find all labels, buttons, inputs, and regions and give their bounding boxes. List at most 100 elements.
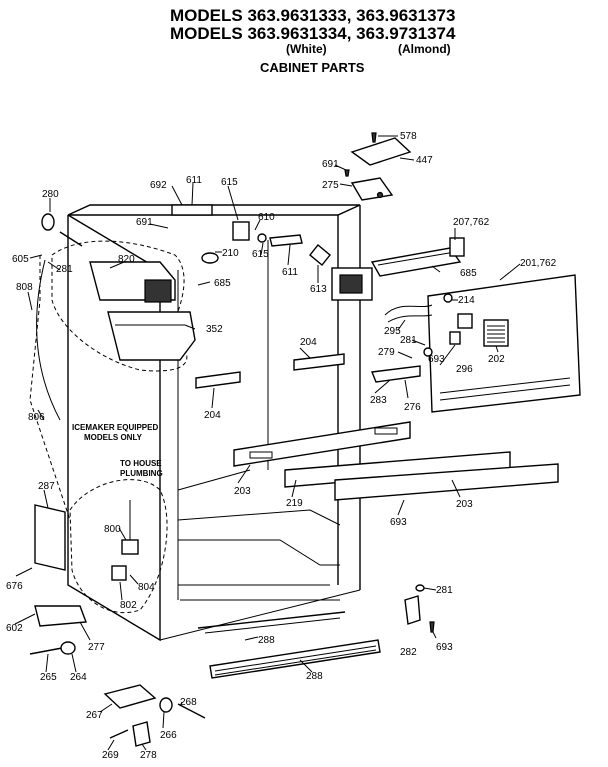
callout-611-mid: 611 — [282, 267, 298, 278]
callout-296: 296 — [456, 364, 473, 375]
title-line-1: MODELS 363.9631333, 363.9631373 — [170, 6, 456, 25]
title-line-2: MODELS 363.9631334, 363.9731374 — [170, 24, 456, 43]
control-components — [171, 204, 331, 266]
callout-352: 352 — [206, 324, 223, 335]
callout-447: 447 — [416, 155, 433, 166]
valve-800 — [121, 539, 139, 555]
note-icemaker-1: ICEMAKER EQUIPPED — [72, 423, 158, 432]
callout-202: 202 — [488, 354, 505, 365]
callout-602: 602 — [6, 623, 23, 634]
callout-676: 676 — [6, 581, 23, 592]
mullion-203-upper — [233, 421, 411, 467]
wiring-295 — [384, 304, 433, 316]
switch-296 — [449, 331, 461, 345]
callout-295: 295 — [384, 326, 401, 337]
screw-578 — [371, 132, 377, 143]
callout-802: 802 — [120, 600, 137, 611]
rail-204-left — [195, 371, 241, 389]
valve-pipe — [59, 231, 83, 247]
roller-278 — [132, 721, 151, 747]
callout-281-left: 281 — [56, 264, 73, 275]
color-almond-label: (Almond) — [398, 42, 451, 56]
callout-278: 278 — [140, 750, 157, 761]
callout-203-right: 203 — [456, 499, 473, 510]
callout-578: 578 — [400, 131, 417, 142]
callout-280: 280 — [42, 189, 59, 200]
section-title: CABINET PARTS — [260, 60, 365, 75]
bracket-602 — [34, 605, 87, 627]
callout-277: 277 — [88, 642, 105, 653]
note-house-2: PLUMBING — [120, 469, 163, 478]
callout-287: 287 — [38, 481, 55, 492]
callout-268: 268 — [180, 697, 197, 708]
callout-276: 276 — [404, 402, 421, 413]
bolt-268 — [177, 703, 206, 719]
screw-691 — [344, 169, 350, 177]
callout-207-762: 207,762 — [453, 217, 490, 228]
callout-685-right: 685 — [460, 268, 477, 279]
note-icemaker-2: MODELS ONLY — [84, 433, 143, 442]
callout-264: 264 — [70, 672, 87, 683]
callout-265: 265 — [40, 672, 57, 683]
fitting-804 — [111, 565, 127, 581]
callout-804: 804 — [138, 582, 155, 593]
callout-693-bottom: 693 — [436, 642, 453, 653]
fill-tube — [36, 259, 61, 421]
callout-267: 267 — [86, 710, 103, 721]
callout-808: 808 — [16, 282, 33, 293]
callout-279: 279 — [378, 347, 395, 358]
callout-693-mid: 693 — [390, 517, 407, 528]
panel-louvers — [439, 377, 571, 401]
callout-693-panel: 693 — [428, 354, 445, 365]
callout-288-upper: 288 — [258, 635, 275, 646]
callout-691-mid: 691 — [136, 217, 153, 228]
callout-281-right: 281 — [436, 585, 453, 596]
mullion-203-lower — [334, 463, 559, 501]
callout-204-right: 204 — [300, 337, 317, 348]
callout-275: 275 — [322, 180, 339, 191]
hinge-282 — [404, 595, 421, 625]
callout-282: 282 — [400, 647, 417, 658]
callout-281-mid: 281 — [400, 335, 417, 346]
color-white-label: (White) — [286, 42, 327, 56]
callout-691-top: 691 — [322, 159, 339, 170]
rail-204-right — [293, 353, 345, 371]
screw-269 — [109, 729, 129, 739]
cap-266 — [159, 697, 173, 713]
callout-203-left: 203 — [234, 486, 251, 497]
water-line-dashed — [29, 255, 71, 521]
screw-693 — [429, 621, 435, 633]
icemaker-unit — [89, 261, 196, 361]
plate-267 — [103, 684, 157, 709]
bracket-276 — [371, 365, 421, 383]
plumbing-outline — [69, 479, 168, 614]
fitting-280 — [41, 213, 55, 231]
callout-266: 266 — [160, 730, 177, 741]
callout-283: 283 — [370, 395, 387, 406]
callout-210: 210 — [222, 248, 239, 259]
callout-214: 214 — [458, 295, 475, 306]
callout-615-top: 615 — [221, 177, 238, 188]
callout-820: 820 — [118, 254, 135, 265]
callout-204-left: 204 — [204, 410, 221, 421]
callout-615-mid: 615 — [252, 249, 269, 260]
fan-shroud — [331, 237, 465, 301]
callout-201-762: 201,762 — [520, 258, 557, 269]
callout-269: 269 — [102, 750, 119, 761]
callout-800: 800 — [104, 524, 121, 535]
panel-box — [457, 313, 473, 329]
leader-lines — [14, 135, 521, 751]
hinge-cover-447 — [350, 137, 412, 166]
note-house-1: TO HOUSE — [120, 459, 162, 468]
rod-265 — [29, 647, 63, 655]
callout-219: 219 — [286, 498, 303, 509]
callout-692: 692 — [150, 180, 167, 191]
callout-288-lower: 288 — [306, 671, 323, 682]
callout-611: 611 — [186, 175, 202, 186]
callout-685-left: 685 — [214, 278, 231, 289]
callout-610: 610 — [258, 212, 275, 223]
callout-605: 605 — [12, 254, 29, 265]
roller-264 — [60, 641, 76, 655]
icemaker-outline — [51, 240, 188, 372]
